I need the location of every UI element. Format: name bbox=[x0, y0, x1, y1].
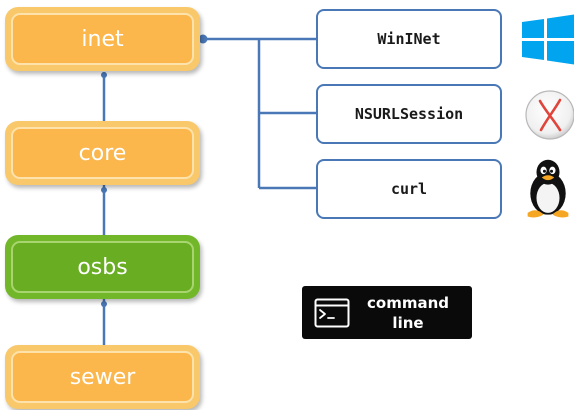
module-core[interactable]: core bbox=[5, 121, 200, 185]
backend-curl[interactable]: curl bbox=[316, 159, 502, 219]
backend-nsurlsession[interactable]: NSURLSession bbox=[316, 84, 502, 144]
command-line-label-line1: command bbox=[367, 293, 449, 312]
command-line-badge[interactable]: command line bbox=[302, 286, 472, 339]
sewer-top-dot bbox=[101, 301, 107, 307]
module-osbs[interactable]: osbs bbox=[5, 235, 200, 299]
command-line-label-line2: line bbox=[392, 313, 424, 332]
module-sewer[interactable]: sewer bbox=[5, 345, 200, 409]
terminal-icon bbox=[314, 298, 350, 327]
linux-tux-icon bbox=[527, 159, 569, 218]
macos-logo-icon bbox=[525, 90, 574, 140]
module-label-inet: inet bbox=[11, 13, 194, 65]
backend-wininet[interactable]: WinINet bbox=[316, 9, 502, 69]
osbs-top-dot bbox=[101, 187, 107, 193]
command-line-label: command line bbox=[350, 293, 472, 333]
module-label-sewer: sewer bbox=[11, 351, 194, 403]
inet-connector-dot bbox=[198, 34, 208, 44]
windows-logo-icon bbox=[522, 14, 574, 65]
module-inet[interactable]: inet bbox=[5, 7, 200, 71]
module-label-core: core bbox=[11, 127, 194, 179]
module-label-osbs: osbs bbox=[11, 241, 194, 293]
core-top-dot bbox=[101, 72, 107, 78]
